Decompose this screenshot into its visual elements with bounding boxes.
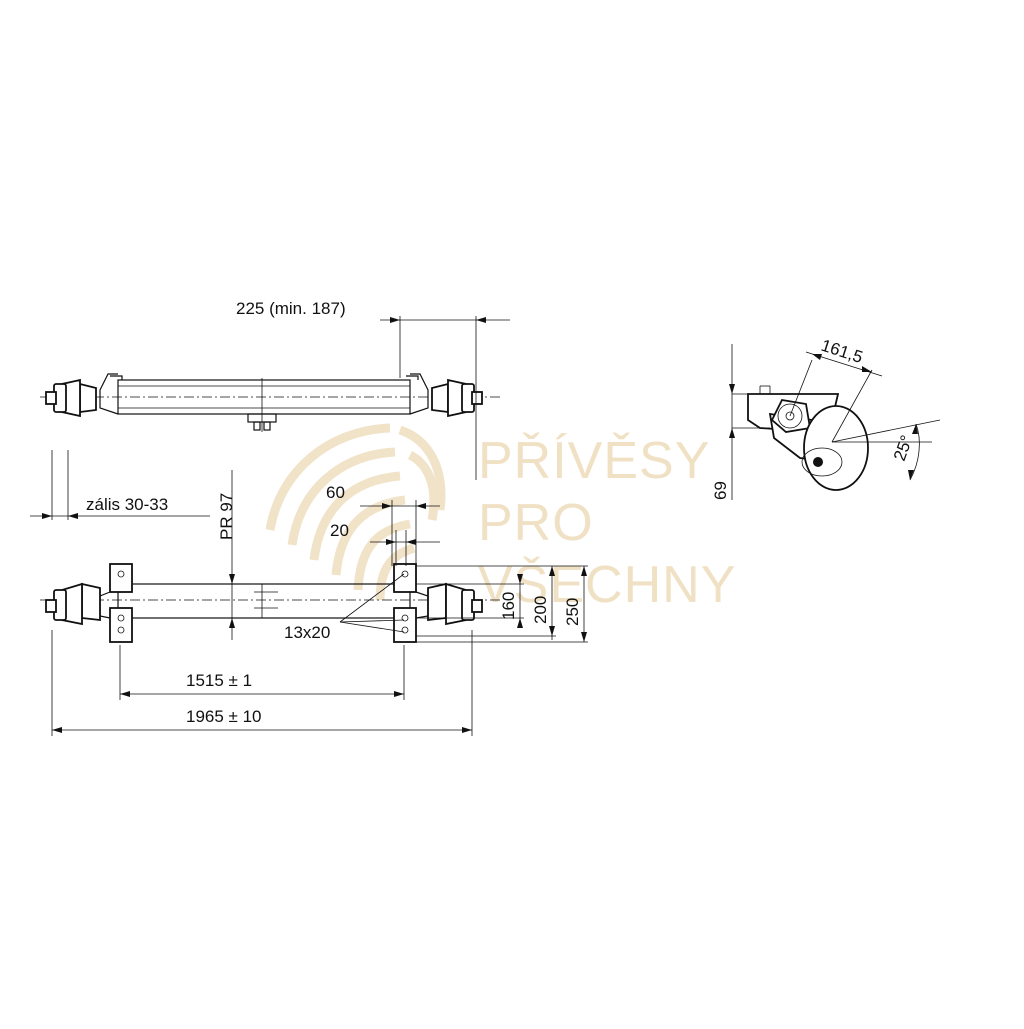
side-torsion-tube <box>770 399 812 433</box>
dim-profile: PR 97 <box>217 493 236 540</box>
dim-mount-spacing: 1515 ± 1 <box>186 671 252 690</box>
right-mount-plate-top <box>393 563 417 593</box>
axle-plan-view: PR 97 60 20 160 200 250 <box>40 470 588 736</box>
dim-wheel-offset: zális 30-33 <box>86 495 168 514</box>
dim-hole-offset: 20 <box>330 521 349 540</box>
right-wheel-hub <box>431 378 483 418</box>
dim-200: 200 <box>531 596 550 624</box>
axle-side-view: 69 161,5 25° <box>711 336 941 500</box>
dim-track-offset: 225 (min. 187) <box>236 299 346 318</box>
dim-arm-angle: 25° <box>890 433 917 464</box>
left-mount-plate-top <box>109 563 133 593</box>
watermark-line-1: PŘÍVĚSY <box>478 432 710 490</box>
dim-plate-width: 60 <box>326 483 345 502</box>
left-wheel-hub <box>45 378 97 418</box>
dim-arm-length: 161,5 <box>819 336 865 367</box>
right-mount-plate-bottom <box>393 607 417 643</box>
dim-160: 160 <box>499 592 518 620</box>
axle-front-view: 225 (min. 187) zális 30-33 <box>30 299 510 520</box>
axle-tube-plan <box>117 583 411 619</box>
watermark-line-2: PRO <box>478 494 594 552</box>
left-mount-plate-bottom <box>109 607 133 643</box>
dim-250: 250 <box>563 598 582 626</box>
dim-69: 69 <box>711 481 730 500</box>
dim-overall-width: 1965 ± 10 <box>186 707 262 726</box>
dim-slot-size: 13x20 <box>284 623 330 642</box>
left-wheel-hub-plan <box>45 582 101 626</box>
side-wheel-drum <box>801 405 869 491</box>
